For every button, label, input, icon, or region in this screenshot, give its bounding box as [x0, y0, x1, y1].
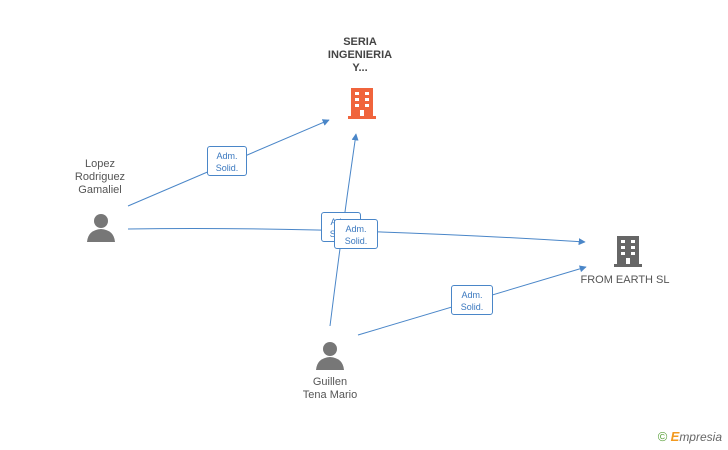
node-from-earth[interactable]: FROM EARTH SL	[570, 274, 680, 287]
node-label-line: Gamaliel	[78, 184, 122, 196]
role-badge-line: Solid.	[344, 236, 368, 246]
person-icon[interactable]	[86, 212, 116, 242]
node-label-line: Y...	[352, 62, 368, 74]
node-lopez-rodriguez-gamaliel[interactable]: Lopez Rodriguez Gamaliel	[58, 158, 142, 197]
node-guillen-tena-mario[interactable]: Guillen Tena Mario	[283, 376, 377, 402]
node-label: FROM EARTH SL	[580, 274, 670, 286]
node-label-line: Lopez	[85, 158, 115, 170]
building-icon[interactable]	[346, 86, 378, 120]
copyright-symbol: ©	[657, 429, 668, 444]
node-seria-ingenieria[interactable]: SERIA INGENIERIA Y...	[310, 36, 410, 75]
person-icon[interactable]	[315, 340, 345, 370]
role-badge[interactable]: Adm. Solid.	[334, 219, 378, 249]
role-badge-line: Adm.	[216, 151, 238, 161]
role-badge[interactable]: Adm. Solid.	[207, 146, 247, 176]
role-badge-line: Adm.	[345, 224, 367, 234]
role-badge-line: Solid.	[215, 163, 239, 173]
node-label-line: Tena Mario	[302, 389, 358, 401]
node-label-line: Rodriguez	[74, 171, 126, 183]
role-badge-line: Solid.	[460, 302, 484, 312]
node-label-line: SERIA	[343, 36, 377, 48]
empresia-logo[interactable]: © Empresia	[658, 429, 722, 444]
brand-initial: E	[670, 429, 680, 444]
node-label-line: INGENIERIA	[327, 49, 393, 61]
role-badge-line: Adm.	[461, 290, 483, 300]
role-badge[interactable]: Adm. Solid.	[451, 285, 493, 315]
building-icon[interactable]	[612, 234, 644, 268]
brand-name: mpresia	[679, 430, 722, 444]
node-label-line: Guillen	[312, 376, 348, 388]
